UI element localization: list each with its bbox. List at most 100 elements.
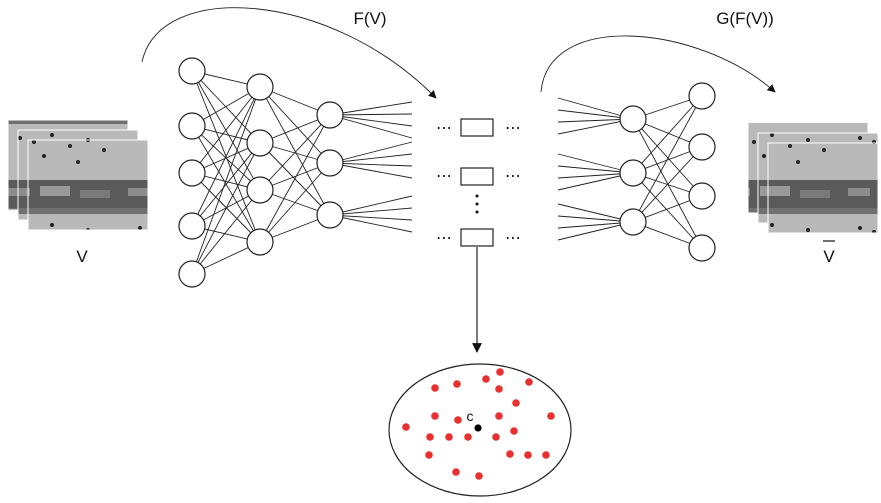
latent-box (460, 167, 494, 186)
input-video-stack (7, 119, 149, 231)
feature-point (524, 451, 532, 459)
decoder-neuron (619, 208, 647, 236)
latent-box (460, 228, 494, 247)
fan-out-edge (329, 214, 413, 221)
feature-point (512, 399, 520, 407)
feature-point (510, 427, 518, 435)
network-edge (191, 142, 261, 227)
output-label: V (823, 247, 835, 266)
center-point (474, 424, 482, 432)
encoder-neuron (316, 201, 344, 229)
vertical-dot (475, 194, 479, 198)
encoder-label: F(V) (353, 9, 386, 28)
network-edges (191, 70, 703, 275)
fan-out-edge (329, 162, 413, 167)
decoder-neuron (619, 105, 647, 133)
network-nodes (178, 57, 716, 288)
network-edge (632, 95, 703, 174)
network-edge (259, 86, 331, 216)
feature-point (482, 375, 490, 383)
encoder-neuron (316, 149, 344, 177)
encoder-neuron (178, 112, 206, 140)
latent-ellipsis-left: ⋯ (436, 168, 452, 185)
encoder-neuron (246, 129, 274, 157)
feature-point (495, 385, 503, 393)
network-edge (632, 95, 703, 223)
feature-point (495, 412, 503, 420)
fan-out-edge (329, 214, 413, 233)
encoder-neuron (178, 159, 206, 187)
network-edge (259, 114, 331, 243)
network-edge (191, 86, 261, 227)
encoder-neuron (316, 101, 344, 129)
network-edge (632, 172, 703, 249)
decoder-neuron (688, 182, 716, 210)
feature-point (454, 416, 462, 424)
encoder-neuron (246, 228, 274, 256)
feature-point (452, 468, 460, 476)
decoder-neuron (619, 159, 647, 187)
latent-ellipsis-left: ⋯ (436, 120, 452, 137)
decoder-label: G(F(V)) (716, 9, 774, 28)
fan-out-edge (329, 113, 413, 116)
feature-point (425, 451, 433, 459)
network-edge (632, 118, 703, 249)
feature-point (492, 433, 500, 441)
feature-point (445, 433, 453, 441)
feature-points (402, 368, 555, 480)
output-video-frame (767, 142, 879, 234)
feature-point (431, 384, 439, 392)
encoder-neuron (178, 57, 206, 85)
network-edge (191, 189, 261, 275)
fan-out-edge (329, 141, 413, 164)
encoder-neuron (246, 73, 274, 101)
encoder-neuron (178, 212, 206, 240)
fan-out-edge (329, 162, 413, 179)
feature-point (426, 433, 434, 441)
input-label: V (76, 247, 88, 266)
latent-ellipsis-right: ⋯ (505, 230, 521, 247)
decoder-neuron (688, 82, 716, 110)
fan-out-edge (329, 207, 413, 216)
vertical-dot (475, 202, 479, 206)
encoder-neuron (246, 176, 274, 204)
feature-point (431, 412, 439, 420)
vertical-dot (475, 210, 479, 214)
center-label: c (467, 408, 474, 424)
network-edge (191, 86, 261, 275)
encoder-arrow (141, 7, 437, 99)
feature-point (402, 423, 410, 431)
fan-out-edge (329, 153, 413, 164)
network-edge (191, 142, 261, 275)
network-edge (259, 86, 331, 164)
network-edge (259, 114, 331, 191)
decoder-neuron (688, 234, 716, 262)
output-video-stack (747, 122, 879, 234)
feature-point (547, 412, 555, 420)
network-edge (632, 146, 703, 223)
latent-ellipsis-right: ⋯ (505, 168, 521, 185)
fan-out-edge (329, 114, 413, 139)
decoder-arrow (540, 35, 776, 93)
input-video-frame (27, 139, 149, 231)
feature-point (453, 380, 461, 388)
feature-point (475, 472, 483, 480)
network-edge (191, 86, 261, 174)
feature-point (464, 433, 472, 441)
decoder-neuron (688, 133, 716, 161)
fan-out-edge (329, 114, 413, 127)
feature-point (542, 451, 550, 459)
latent-ellipsis-left: ⋯ (436, 230, 452, 247)
feature-point (496, 368, 504, 376)
feature-point (525, 378, 533, 386)
network-edge (259, 162, 331, 243)
latent-code: ⋯ ⋯ ⋯ ⋯ ⋯ ⋯ (436, 118, 521, 247)
fan-out-edge (329, 101, 413, 116)
network-edge (632, 118, 703, 197)
encoder-neuron (178, 260, 206, 288)
latent-box (460, 118, 494, 137)
feature-point (506, 450, 514, 458)
fan-out-edge (329, 195, 413, 216)
latent-ellipsis-right: ⋯ (505, 120, 521, 137)
